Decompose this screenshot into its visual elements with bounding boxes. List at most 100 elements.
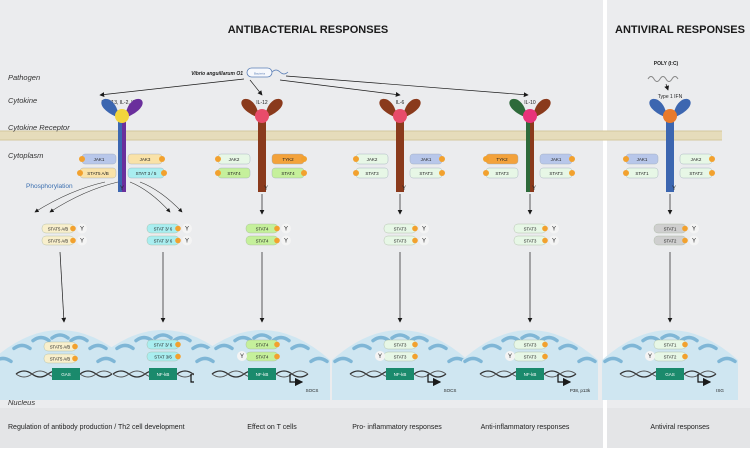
protein-label: STAT2 (689, 171, 703, 176)
phosphate-dot (709, 156, 715, 162)
cytokine-label: Type 1 IFN (658, 94, 683, 100)
tyrosine-marker (77, 235, 87, 246)
stat-label: STAT3 (394, 342, 407, 347)
stat-label: STAT2 (664, 238, 677, 243)
nuclear-envelope-segment (31, 335, 51, 343)
nuclear-envelope-segment (409, 335, 429, 343)
caption-strip-left (0, 408, 603, 448)
phosphate-dot (159, 156, 165, 162)
nuclear-envelope-segment (698, 343, 718, 351)
receptor-right-arm (533, 98, 551, 118)
row-label-receptor: Cytokine Receptor (8, 123, 70, 132)
stat-box: STAT3 (539, 167, 575, 179)
tyrosine-y: Y (672, 186, 676, 192)
target-gene-label: SOCS (306, 388, 319, 393)
phosphate-dot (483, 156, 489, 162)
tyrosine-y: Y (185, 227, 189, 233)
nuclear-envelope-segment (539, 335, 559, 343)
phosphate-dot (301, 156, 307, 162)
tyrosine-y: Y (552, 239, 556, 245)
jak-box: TYK2 (483, 153, 519, 165)
protein-label: JAK2 (691, 157, 702, 162)
target-gene-label: P38, p13k (570, 388, 591, 393)
nuclear-envelope-segment (603, 356, 623, 364)
phosphate-dot (72, 355, 78, 362)
transcription-arrow (557, 374, 572, 387)
nuclear-envelope-segment (290, 343, 310, 351)
phosphate-dot (542, 225, 548, 232)
nuclear-envelope-segment (50, 333, 70, 340)
stat-label: STAT5 A/B (50, 344, 71, 349)
phosphate-dot (175, 225, 181, 232)
bacterium-label: Vibrio anguillarum O1 (191, 71, 243, 77)
stat-label: STAT3 (394, 238, 407, 243)
protein-label: STAT4 (227, 171, 241, 176)
receptor-right-arm (403, 98, 421, 118)
tyrosine-y: Y (508, 354, 512, 360)
nuclear-envelope-segment (252, 333, 272, 340)
phosphorylation-arrow (139, 181, 183, 213)
bacterium-flagellum (271, 69, 289, 75)
stat-label: STAT5 A/B (50, 356, 71, 361)
tyrosine-marker (645, 351, 655, 361)
phosphate-dot (569, 156, 575, 162)
nuclear-envelope-segment (501, 335, 521, 343)
jak-box: JAK3 (127, 153, 165, 165)
cytokine-label: IL-4/13, IL-2, IL-21 (101, 100, 142, 106)
promoter-label: NF-kB (256, 372, 269, 377)
jak-box: JAK1 (79, 153, 117, 165)
promoter-box (248, 368, 276, 380)
tyrosine-y: Y (378, 354, 382, 360)
nuclear-envelope-segment (660, 333, 680, 340)
nuclear-envelope-segment (69, 335, 89, 343)
tyrosine-y: Y (284, 227, 288, 233)
tyrosine-marker (505, 351, 515, 361)
phosphate-dot (412, 353, 418, 360)
promoter-box (656, 368, 684, 380)
phosphate-dot (623, 156, 629, 162)
phosphorylation-arrow (49, 181, 119, 213)
phosphate-dot (623, 170, 629, 176)
promoter-box (52, 368, 80, 380)
nuclear-envelope-segment (88, 343, 108, 351)
stat-label: STAT3 (524, 354, 537, 359)
phosphorylation-arrow (34, 181, 106, 213)
receptor-left-arm (101, 98, 119, 118)
stat-label: STAT3 (524, 238, 537, 243)
tyrosine-y: Y (532, 186, 536, 192)
tyrosine-marker (689, 235, 699, 246)
cytokine-ligand (393, 109, 407, 123)
receptor-2 (241, 98, 283, 192)
nuclear-envelope-segment (641, 335, 661, 343)
stat-label: STAT 3/ 6 (154, 226, 173, 231)
nuclear-envelope-segment (96, 356, 116, 364)
receptor-chain-left (258, 116, 262, 192)
stat-label: STAT4 (256, 226, 269, 231)
stat-box: STAT3 (353, 167, 389, 179)
tyrosine-marker (419, 235, 429, 246)
receptor-chain-right (400, 116, 404, 192)
nuclear-envelope-segment (309, 356, 329, 364)
stat-label: STAT4 (256, 238, 269, 243)
tyrosine-y: Y (552, 227, 556, 233)
receptor-chain-left (396, 116, 400, 192)
nuclear-envelope-segment (233, 335, 253, 343)
receptor-chain-left (526, 116, 530, 192)
nuclear-envelope-segment (679, 335, 699, 343)
cytokine-label: IL-6 (396, 100, 405, 106)
nuclear-stat-dimer: STAT5 A/B STAT5 A/B (43, 341, 78, 364)
row-label-pathogen: Pathogen (8, 73, 40, 82)
antibacterial-header: ANTIBACTERIAL RESPONSES (228, 24, 389, 36)
phosphate-dot (439, 156, 445, 162)
dna-2: NF-kB SOCS (211, 368, 319, 393)
protein-label: STAT3 (495, 171, 509, 176)
cytokine-ligand (115, 109, 129, 123)
row-label-nucleus: Nucleus (8, 398, 35, 407)
promoter-box (516, 368, 544, 380)
phosphate-dot (274, 237, 280, 244)
